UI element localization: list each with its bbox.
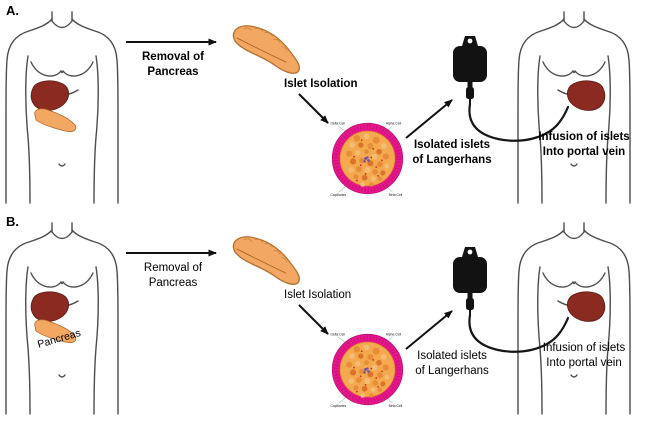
donor-body bbox=[6, 223, 118, 414]
to-bag-arrow bbox=[405, 99, 453, 139]
panel-label: A. bbox=[6, 3, 19, 18]
removal-label: Removal of Pancreas bbox=[143, 262, 203, 289]
infusion-tube bbox=[468, 313, 570, 353]
infusion-tube bbox=[468, 102, 570, 142]
recipient-body bbox=[518, 223, 630, 414]
isolated-islets-label: Isolated islets of Langerhans bbox=[415, 350, 489, 377]
panel-a-scene bbox=[0, 0, 650, 210]
islet-illustration bbox=[330, 332, 402, 408]
infusion-label: Infusion of islets Into portal vein bbox=[538, 131, 630, 158]
pancreas-organ bbox=[226, 20, 309, 77]
islet-isolation-label: Islet Isolation bbox=[284, 78, 358, 90]
panel-b: B. Removal of Pancreas Islet Isolation I… bbox=[0, 211, 650, 421]
iv-bag bbox=[452, 35, 488, 106]
panel-label: B. bbox=[6, 214, 19, 229]
iv-bag bbox=[452, 246, 488, 317]
recipient-body bbox=[518, 12, 630, 203]
removal-label: Removal of Pancreas bbox=[142, 51, 204, 78]
islet-illustration bbox=[330, 121, 402, 197]
pancreas-organ bbox=[226, 231, 309, 288]
isolated-islets-label: Isolated islets of Langerhans bbox=[412, 139, 492, 166]
to-bag-arrow bbox=[405, 310, 453, 350]
panel-b-scene bbox=[0, 211, 650, 421]
panel-a: A. Removal of Pancreas Islet Isolation I… bbox=[0, 0, 650, 210]
infusion-label: Infusion of islets Into portal vein bbox=[542, 342, 626, 369]
islet-isolation-arrow bbox=[298, 304, 329, 335]
donor-body bbox=[6, 12, 118, 203]
islet-isolation-arrow bbox=[298, 93, 329, 124]
islet-isolation-label: Islet Isolation bbox=[284, 289, 352, 301]
